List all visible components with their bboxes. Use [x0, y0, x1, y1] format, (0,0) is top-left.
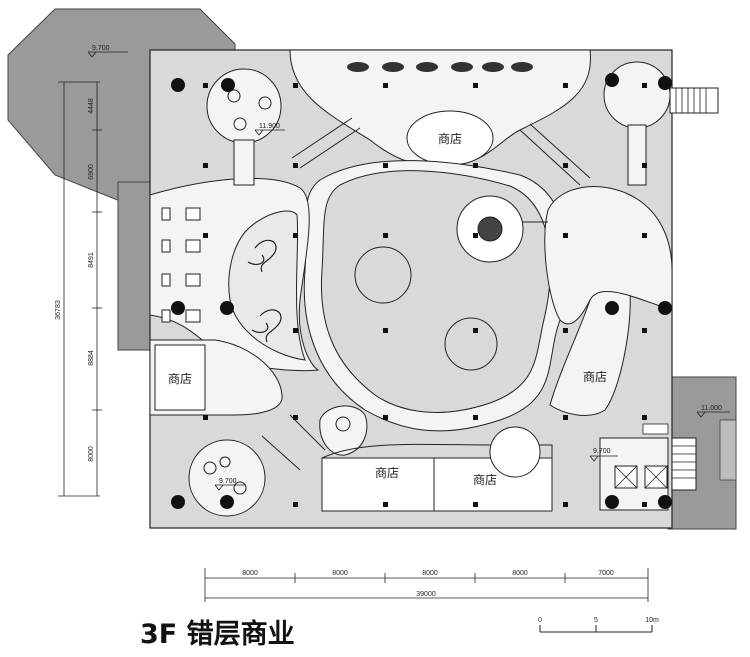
horizontal-dimension-total: 39000 — [416, 591, 436, 598]
pod-bottom-left — [188, 439, 266, 517]
scale-bar — [539, 625, 653, 633]
pod-bottom-left-seats — [203, 456, 247, 495]
vertical-dimension-segment: 6900 — [88, 164, 95, 180]
vertical-dimension-total: 36783 — [55, 300, 62, 320]
plan-title: 3F 错层商业 — [140, 619, 295, 650]
bottom-void — [489, 426, 541, 478]
atrium-void-1 — [354, 246, 412, 304]
horizontal-dimension-segment: 8000 — [422, 570, 438, 577]
ramp-right — [642, 423, 669, 435]
columns-large — [171, 73, 672, 509]
walkways — [261, 117, 591, 471]
bottom-shop-1[interactable] — [321, 457, 435, 512]
parked-cars — [347, 62, 533, 72]
left-bench-island — [228, 210, 306, 361]
horizontal-dimension-segment: 8000 — [242, 570, 258, 577]
horizontal-dimension-segment: 7000 — [598, 570, 614, 577]
scale-bar-label: 5 — [594, 617, 598, 624]
vertical-dimension-segment: 8884 — [88, 350, 95, 366]
round-table — [477, 216, 503, 242]
pod-top-right-stem — [627, 124, 647, 186]
left-tables — [161, 207, 201, 323]
stair-bottom-right[interactable] — [671, 437, 697, 491]
elevation-label: 11.000 — [701, 405, 722, 412]
bottom-small-pod-seat — [335, 416, 351, 432]
bottom-small-pod — [319, 405, 368, 456]
horizontal-dimension-segment: 8000 — [332, 570, 348, 577]
scale-bar-label: 10m — [645, 617, 659, 624]
right-annex-ledge — [719, 419, 737, 481]
columns-small — [203, 83, 647, 507]
vertical-dimension-segment: 4448 — [88, 98, 95, 114]
horizontal-dimension-segment: 8000 — [512, 570, 528, 577]
central-atrium — [320, 170, 551, 413]
elevation-label: 9.700 — [593, 448, 611, 455]
horizontal-dimension — [204, 568, 649, 602]
shop-label-left: 商店 — [168, 371, 192, 386]
elevation-label: 9.700 — [92, 45, 110, 52]
vertical-dimension-segment: 8000 — [88, 446, 95, 462]
left-shop[interactable] — [154, 344, 206, 411]
stair-bottom-treads — [672, 445, 696, 479]
elevation-markers — [87, 51, 730, 491]
scale-bar-label: 0 — [538, 617, 542, 624]
vertical-dimension-segment: 8491 — [88, 252, 95, 268]
elevation-label: 9.700 — [219, 478, 237, 485]
shop-label-top: 商店 — [438, 131, 462, 146]
atrium-void-2 — [444, 317, 498, 371]
shop-label-right: 商店 — [583, 369, 607, 384]
pod-top-left-seats — [227, 89, 272, 131]
elevation-label: 11.900 — [259, 123, 280, 130]
bench-seats — [247, 239, 282, 343]
vertical-dimension — [58, 81, 102, 497]
shop-label-bottom-2: 商店 — [473, 472, 497, 487]
pod-top-left-stem — [233, 139, 255, 186]
pod-top-right — [603, 61, 671, 129]
stair-treads — [675, 88, 707, 113]
shop-label-bottom-1: 商店 — [375, 465, 399, 480]
right-upper-area — [544, 186, 673, 325]
